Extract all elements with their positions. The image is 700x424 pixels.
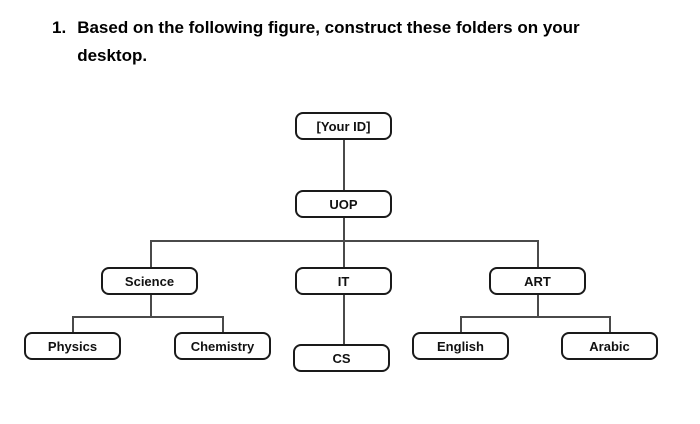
connector-drop-english [460, 316, 462, 332]
node-english: English [412, 332, 509, 360]
connector-uop-it [343, 218, 345, 267]
list-number: 1. [52, 18, 67, 37]
connector-drop-chemistry [222, 316, 224, 332]
connector-drop-arabic [609, 316, 611, 332]
connector-uop-children-rail [150, 240, 538, 242]
connector-it-cs [343, 295, 345, 344]
node-art: ART [489, 267, 586, 295]
node-arabic: Arabic [561, 332, 658, 360]
connector-science-stub [150, 295, 152, 316]
connector-drop-art [537, 240, 539, 267]
instruction-lines: Based on the following figure, construct… [77, 14, 580, 70]
node-uop: UOP [295, 190, 392, 218]
connector-drop-science [150, 240, 152, 267]
connector-art-children-rail [460, 316, 610, 318]
connector-root-uop [343, 140, 345, 190]
node-chemistry: Chemistry [174, 332, 271, 360]
instruction-line-1: Based on the following figure, construct… [77, 18, 580, 37]
connector-drop-physics [72, 316, 74, 332]
node-physics: Physics [24, 332, 121, 360]
connector-science-children-rail [72, 316, 223, 318]
instruction-line-2: desktop. [77, 46, 148, 65]
node-your-id: [Your ID] [295, 112, 392, 140]
connector-art-stub [537, 295, 539, 316]
node-science: Science [101, 267, 198, 295]
node-it: IT [295, 267, 392, 295]
instruction-text: 1. Based on the following figure, constr… [52, 14, 580, 70]
node-cs: CS [293, 344, 390, 372]
